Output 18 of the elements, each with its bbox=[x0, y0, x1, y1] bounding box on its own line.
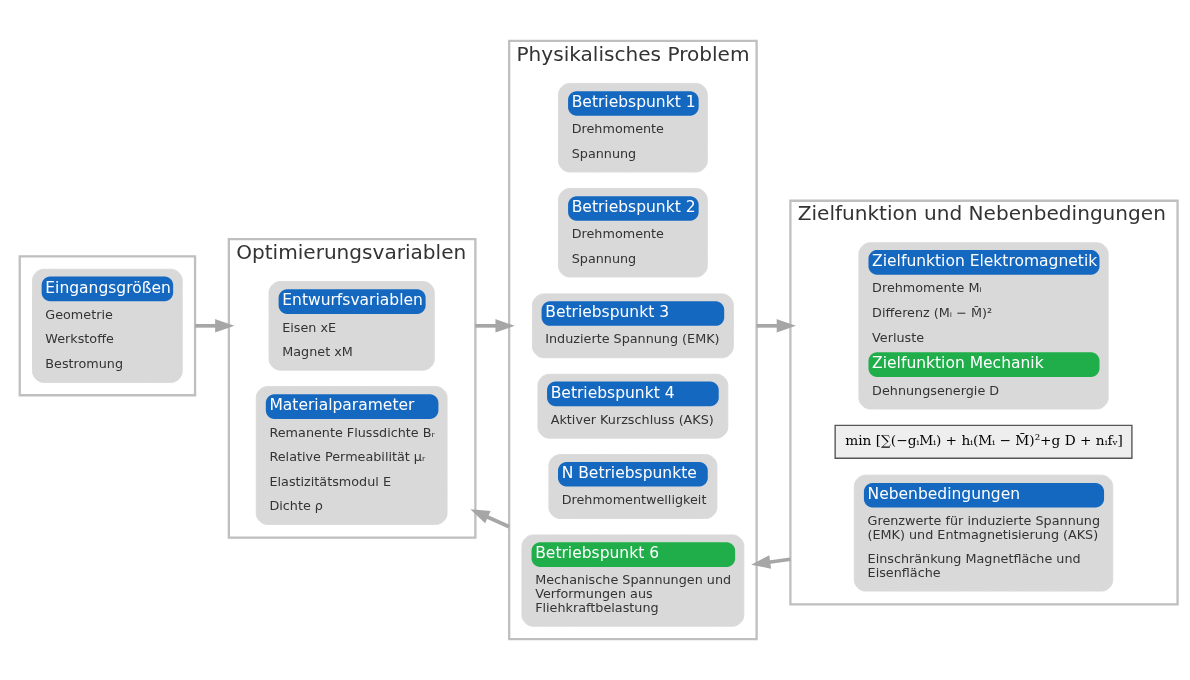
cluster bbox=[18, 255, 197, 397]
node-box: Betriebspunkt 3 Induzierte Spannung (EMK) bbox=[532, 293, 734, 359]
node-box: Zielfunktion Elektromagnetik Drehmomente Mᵢ Differenz (Mᵢ − M̄)² Verluste Zielfunktion Mechanik Dehnungsenergie D bbox=[858, 242, 1109, 410]
node-box: Betriebspunkt 1 Drehmomente Spannung bbox=[558, 82, 708, 173]
node-box: Betriebspunkt 4 Aktiver Kurzschluss (AKS) bbox=[537, 373, 729, 439]
arrow bbox=[475, 319, 515, 333]
node-box: Betriebspunkt 6 Mechanische Spannungen und Verformungen aus Fliehkraftbelastung bbox=[521, 534, 745, 627]
arrow bbox=[470, 509, 510, 529]
node-box: Betriebspunkt 2 Drehmomente Spannung bbox=[558, 187, 708, 278]
node-box: Eingangsgrößen Geometrie Werkstoffe Bestromung bbox=[32, 268, 183, 383]
arrow bbox=[195, 319, 235, 333]
arrow bbox=[756, 319, 796, 333]
arrow bbox=[751, 555, 791, 569]
node-box: Materialparameter Remanente Flussdichte Bᵣ Relative Permeabilität μᵣ Elastizitätsmodul E Dichte ρ bbox=[255, 386, 448, 525]
node-box: Nebenbedingungen Grenzwerte für induzierte Spannung (EMK) und Entmagnetisierung (AKS) Einschränkung Magnetfläche und Eisenfläche bbox=[853, 474, 1114, 592]
node-box: min [∑(−gᵢMᵢ) + hᵢ(Mᵢ − M̄)²+g D + nᵢfᵥ] bbox=[834, 424, 1133, 459]
node-box: N Betriebspunkte Drehmomentwelligkeit bbox=[548, 454, 718, 519]
node-box: Entwurfsvariablen Eisen xE Magnet xM bbox=[268, 281, 435, 371]
